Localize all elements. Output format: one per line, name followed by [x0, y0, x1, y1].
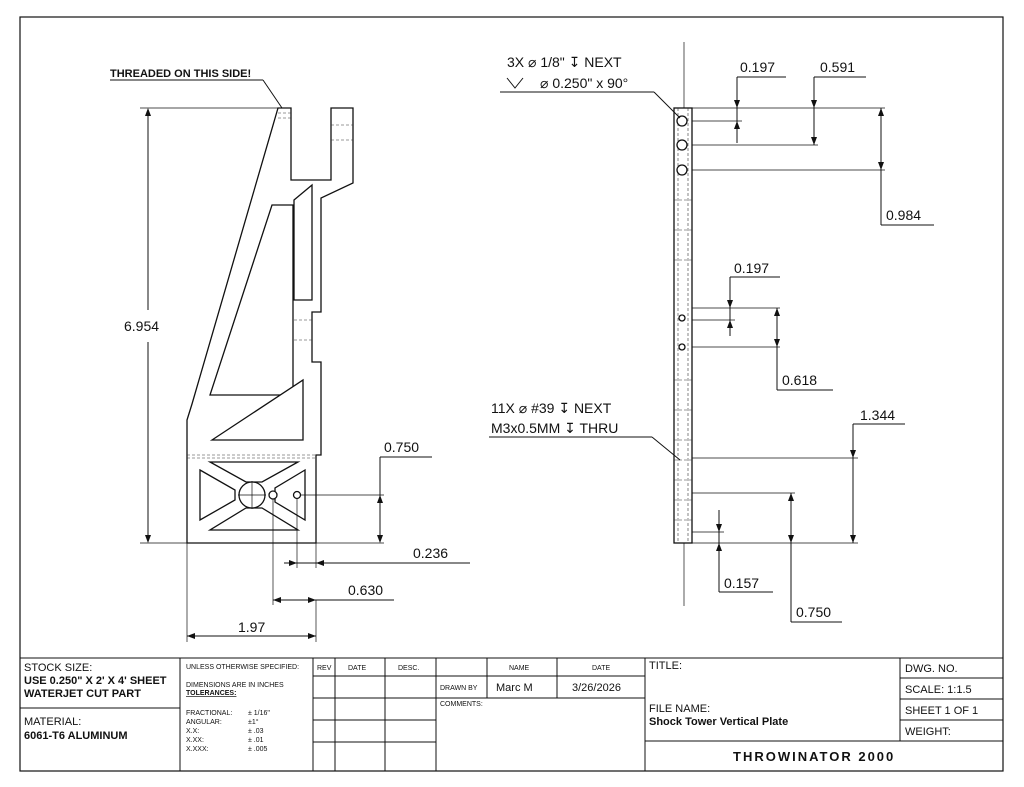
- dim-0630: 0.630: [348, 582, 383, 598]
- file-name-value: Shock Tower Vertical Plate: [649, 716, 788, 728]
- dim-height: 6.954: [124, 318, 159, 334]
- dim-0750-front: 0.750: [384, 439, 419, 455]
- dim-0197-top: 0.197: [740, 59, 775, 75]
- tol-frac-value: ± 1/16": [248, 710, 270, 717]
- hole-callout-2b: M3x0.5MM ↧ THRU: [491, 420, 618, 436]
- dwg-no-label: DWG. NO.: [905, 663, 958, 675]
- side-view: [673, 42, 693, 606]
- tolerances-label: TOLERANCES:: [186, 690, 236, 697]
- tol-ang-label: ANGULAR:: [186, 719, 222, 726]
- dim-0236: 0.236: [413, 545, 448, 561]
- dim-1344: 1.344: [860, 407, 895, 423]
- unless-note: UNLESS OTHERWISE SPECIFIED:: [186, 664, 299, 671]
- tol-x-value: ± .03: [248, 728, 264, 735]
- hole-callout-1a: 3X ⌀ 1/8" ↧ NEXT: [507, 54, 622, 70]
- material-value: 6061-T6 ALUMINUM: [24, 730, 128, 742]
- tol-xxx-label: X.XXX:: [186, 746, 209, 753]
- drawn-by-label: DRAWN BY: [440, 685, 478, 692]
- cross-cutout-bottom: [207, 507, 301, 531]
- stock-line2: WATERJET CUT PART: [24, 688, 141, 700]
- company-name: THROWINATOR 2000: [733, 749, 895, 764]
- tol-xx-value: ± .01: [248, 737, 264, 744]
- stock-label: STOCK SIZE:: [24, 662, 92, 674]
- hole-callout-2a: 11X ⌀ #39 ↧ NEXT: [491, 400, 612, 416]
- cross-cutout-top: [207, 461, 301, 483]
- drawn-date: 3/26/2026: [572, 682, 621, 694]
- cross-cutout-left: [199, 468, 236, 522]
- file-name-label: FILE NAME:: [649, 703, 710, 715]
- drawn-by-name: Marc M: [496, 682, 533, 694]
- small-hole: [268, 490, 278, 500]
- dim-0591: 0.591: [820, 59, 855, 75]
- date-header-2: DATE: [592, 665, 610, 672]
- side-plate: [673, 107, 693, 544]
- tol-frac-label: FRACTIONAL:: [186, 710, 232, 717]
- sheet-label: SHEET 1 OF 1: [905, 705, 978, 717]
- dims-inches: DIMENSIONS ARE IN INCHES: [186, 682, 284, 689]
- dim-197: 1.97: [238, 619, 265, 635]
- dim-0618: 0.618: [782, 372, 817, 388]
- dim-0197-mid: 0.197: [734, 260, 769, 276]
- sheet-border: [19, 16, 1004, 772]
- tol-xx-label: X.XX:: [186, 737, 204, 744]
- comments-label: COMMENTS:: [440, 701, 483, 708]
- threaded-note: THREADED ON THIS SIDE!: [110, 68, 251, 80]
- tol-xxx-value: ± .005: [248, 746, 268, 753]
- dim-0984: 0.984: [886, 207, 921, 223]
- scale-label: SCALE: 1:1.5: [905, 684, 972, 696]
- date-header: DATE: [348, 665, 366, 672]
- hole-callout-1b: ⌀ 0.250" x 90°: [540, 75, 628, 91]
- rev-header: REV: [317, 665, 332, 672]
- desc-header: DESC.: [398, 665, 419, 672]
- dim-0750-side: 0.750: [796, 604, 831, 620]
- dim-0157: 0.157: [724, 575, 759, 591]
- name-header: NAME: [509, 665, 530, 672]
- tol-ang-value: ±1°: [248, 718, 259, 726]
- material-label: MATERIAL:: [24, 716, 81, 728]
- lower-cutout: [209, 378, 304, 441]
- tol-x-label: X.X:: [186, 728, 199, 735]
- title-label: TITLE:: [649, 660, 682, 672]
- cross-cutout-right: [274, 468, 306, 522]
- front-view: [186, 107, 354, 544]
- weight-label: WEIGHT:: [905, 726, 951, 738]
- stock-line1: USE 0.250" X 2' X 4' SHEET: [24, 675, 167, 687]
- slot-cutout: [293, 183, 313, 301]
- title-block: [20, 657, 1003, 771]
